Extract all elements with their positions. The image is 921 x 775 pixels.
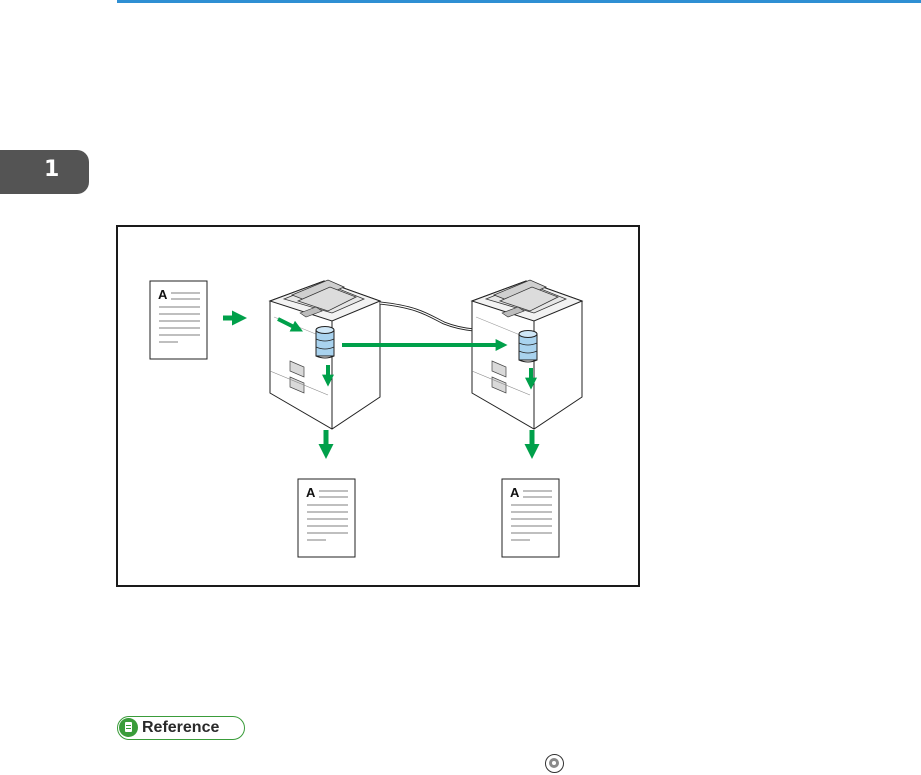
chapter-tab: 1 — [0, 150, 89, 194]
reference-label: Reference — [142, 719, 219, 737]
network-cable-icon — [380, 303, 474, 330]
output-document-icon: A — [298, 479, 355, 557]
storage-icon — [316, 327, 334, 359]
source-document-icon: A — [150, 281, 207, 359]
output-document-icon: A — [502, 479, 559, 557]
source-document-letter: A — [158, 287, 168, 302]
header-rule — [117, 0, 921, 3]
document-server-illustration: A — [118, 227, 638, 585]
reference-icon — [119, 718, 138, 737]
storage-icon — [519, 331, 537, 363]
figure-frame: A — [116, 225, 640, 587]
output-document-letter: A — [306, 485, 316, 500]
chapter-number: 1 — [44, 157, 59, 182]
reference-badge: Reference — [117, 716, 245, 740]
disc-icon — [545, 754, 564, 773]
output-document-letter: A — [510, 485, 520, 500]
